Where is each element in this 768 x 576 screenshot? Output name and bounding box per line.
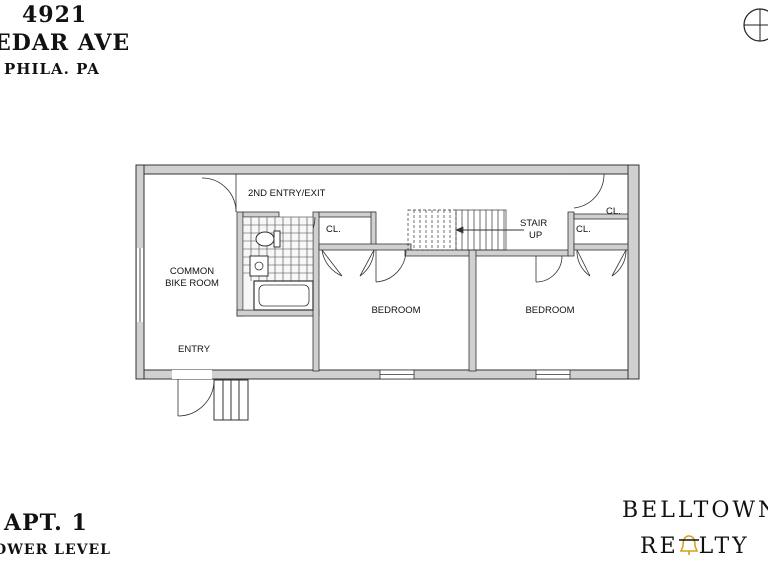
brand-tagline-start: RE [640, 534, 679, 559]
address-street: EDAR AVE [0, 30, 131, 56]
stair-label-line2: UP [529, 230, 542, 241]
stairs [407, 209, 524, 251]
second-entry-label: 2ND ENTRY/EXIT [248, 188, 326, 199]
address-number: 4921 [22, 2, 88, 28]
bedroom-right-label: BEDROOM [525, 305, 574, 316]
entry-label: ENTRY [178, 344, 211, 355]
common-room-label-line2: BIKE ROOM [165, 278, 219, 289]
bathroom [242, 216, 314, 311]
entry-steps [213, 379, 249, 421]
bedroom-left-label: BEDROOM [371, 305, 420, 316]
closet-label-right-top: CL. [606, 206, 621, 217]
common-room-label-line1: COMMON [170, 266, 214, 277]
closet-label-right-bottom: CL. [576, 224, 591, 235]
sink-icon [249, 255, 269, 277]
brand-name: BELLTOWN [622, 498, 768, 523]
apartment-level: OWER LEVEL [0, 542, 111, 558]
closet-label-left: CL. [326, 224, 341, 235]
bell-logo-icon [678, 534, 699, 556]
stair-label-line1: STAIR [520, 218, 547, 229]
apartment-title: APT. 1 [4, 510, 88, 536]
brand-tagline: RE LTY [640, 534, 750, 559]
toilet-icon [255, 231, 275, 247]
brand-tagline-end: LTY [698, 534, 750, 559]
windows [379, 369, 571, 380]
compass [743, 8, 768, 42]
address-city: PHILA. PA [4, 60, 100, 78]
